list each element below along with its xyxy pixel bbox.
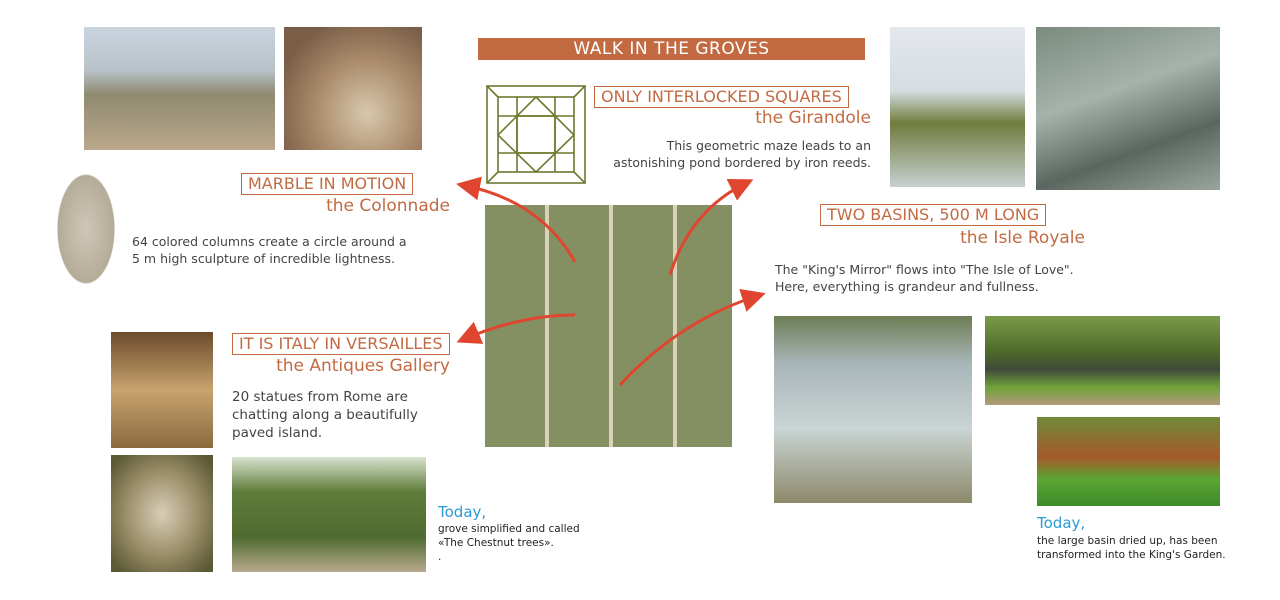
- sculpture-photo: [34, 140, 138, 318]
- text-line: Here, everything is grandeur and fullnes…: [775, 279, 1039, 294]
- colonnade-text: 64 colored columns create a circle aroun…: [132, 233, 407, 267]
- girandole-tag: ONLY INTERLOCKED SQUARES: [594, 86, 849, 108]
- antiques-today-label: Today,: [438, 503, 487, 521]
- text-line: The "King's Mirror" flows into "The Isle…: [775, 262, 1074, 277]
- isle-today-text: the large basin dried up, has been transf…: [1037, 534, 1226, 562]
- arrow-isle: [618, 288, 766, 387]
- text-line: 5 m high sculpture of incredible lightne…: [132, 251, 396, 266]
- girandole-text: This geometric maze leads to an astonishi…: [613, 137, 871, 171]
- text-line: astonishing pond bordered by iron reeds.: [613, 155, 871, 170]
- arrow-colonnade: [456, 176, 577, 263]
- colonnade-photo: [84, 27, 275, 150]
- text-line: «The Chestnut trees».: [438, 537, 554, 549]
- antiques-text: 20 statues from Rome are chatting along a…: [232, 388, 418, 442]
- arrow-antiques: [456, 313, 576, 344]
- page-title: WALK IN THE GROVES: [478, 38, 865, 60]
- kings-garden-photo: [1037, 417, 1220, 506]
- isle-royale-painting: [774, 316, 972, 503]
- arrow-girandole: [668, 179, 754, 276]
- isle-royale-title: the Isle Royale: [960, 228, 1085, 248]
- text-line: transformed into the King's Garden.: [1037, 549, 1226, 561]
- text-line: This geometric maze leads to an: [666, 138, 871, 153]
- text-line: 20 statues from Rome are: [232, 389, 408, 405]
- text-line: chatting along a beautifully: [232, 407, 418, 423]
- text-line: the large basin dried up, has been: [1037, 535, 1218, 547]
- interlocked-squares-icon: [486, 85, 586, 184]
- colonnade-title: the Colonnade: [326, 196, 450, 216]
- colonnade-tag: MARBLE IN MOTION: [241, 173, 414, 195]
- colonnade-well-photo: [284, 27, 422, 150]
- antiques-gallery-painting: [111, 332, 213, 448]
- antiques-today-text: grove simplified and called «The Chestnut…: [438, 522, 580, 564]
- isle-royale-text: The "King's Mirror" flows into "The Isle…: [775, 261, 1074, 295]
- chestnut-trees-photo: [232, 457, 426, 572]
- text-line: grove simplified and called: [438, 523, 580, 535]
- girandole-title: the Girandole: [755, 108, 871, 128]
- antiques-title: the Antiques Gallery: [276, 356, 450, 376]
- antiques-tag: IT IS ITALY IN VERSAILLES: [232, 333, 450, 355]
- iron-reeds-photo: [1036, 27, 1220, 190]
- text-line: .: [438, 551, 442, 563]
- text-line: paved island.: [232, 425, 323, 441]
- girandole-fountain-photo: [890, 27, 1025, 187]
- isle-royale-tag: TWO BASINS, 500 M LONG: [820, 204, 1047, 226]
- basin-photo: [985, 316, 1220, 405]
- text-line: 64 colored columns create a circle aroun…: [132, 234, 407, 249]
- isle-today-label: Today,: [1037, 514, 1086, 532]
- antiques-gallery-plan: [111, 455, 213, 572]
